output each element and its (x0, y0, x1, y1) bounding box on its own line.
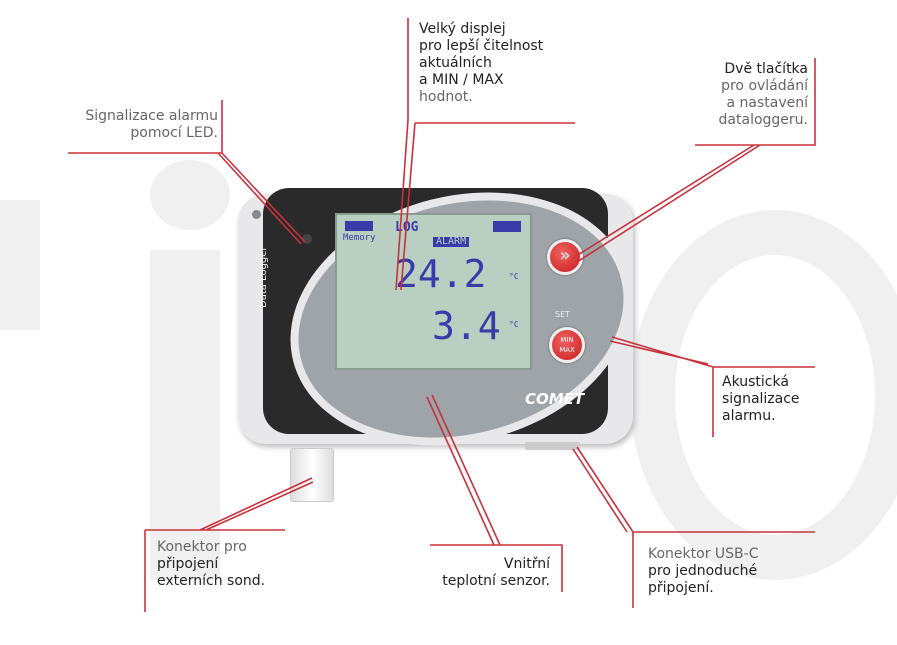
memory-bar-icon (345, 221, 373, 231)
lcd-memory: Memory (343, 233, 376, 243)
label-connector: Konektor pro (157, 539, 247, 555)
label-usb-desc: pro jednoduché připojení. (648, 563, 758, 596)
watermark-shape (150, 160, 230, 230)
set-label: SET (555, 310, 571, 319)
acoustic-leader (609, 336, 815, 437)
lcd-alarm: ALARM (433, 237, 470, 247)
label-display: Velký displej pro lepší čitelnost aktuál… (419, 21, 544, 88)
led-leader (68, 100, 306, 245)
label-connector-desc: připojení externích sond. (157, 556, 266, 589)
next-button[interactable]: » (547, 239, 583, 275)
minmax-button[interactable]: MIN MAX (549, 327, 585, 363)
lcd-value-2: 3.4 (432, 304, 501, 348)
label-acoustic: Akustická signalizace alarmu. (722, 374, 800, 424)
connector-leader (144, 477, 314, 612)
lcd-unit-2: °C (509, 320, 519, 329)
sensor-leader (426, 394, 563, 592)
usb-leader (572, 446, 815, 608)
label-display-end: hodnot. (419, 89, 473, 105)
usb-port (525, 442, 580, 450)
led-indicator (302, 234, 312, 244)
mount-hole (252, 210, 261, 219)
probe-connector (290, 448, 334, 502)
brand-logo: COMET (525, 390, 585, 408)
battery-icon (493, 221, 521, 232)
lcd-value-1: 24.2 (395, 252, 487, 296)
label-buttons-desc: pro ovládání a nastavení dataloggeru. (718, 78, 808, 128)
display-leader (395, 18, 575, 291)
lcd-unit-1: °C (509, 272, 519, 281)
buttons-leader (572, 58, 816, 263)
watermark-shape (150, 250, 220, 580)
watermark-shape (0, 200, 40, 330)
label-usb: Konektor USB-C (648, 546, 759, 562)
label-led: Signalizace alarmu pomocí LED. (85, 108, 218, 141)
label-sensor: Vnitřní teplotní senzor. (442, 556, 550, 589)
lcd-display: Memory LOG ALARM 24.2 °C 3.4 °C (335, 213, 532, 370)
label-buttons: Dvě tlačítka (724, 61, 808, 77)
